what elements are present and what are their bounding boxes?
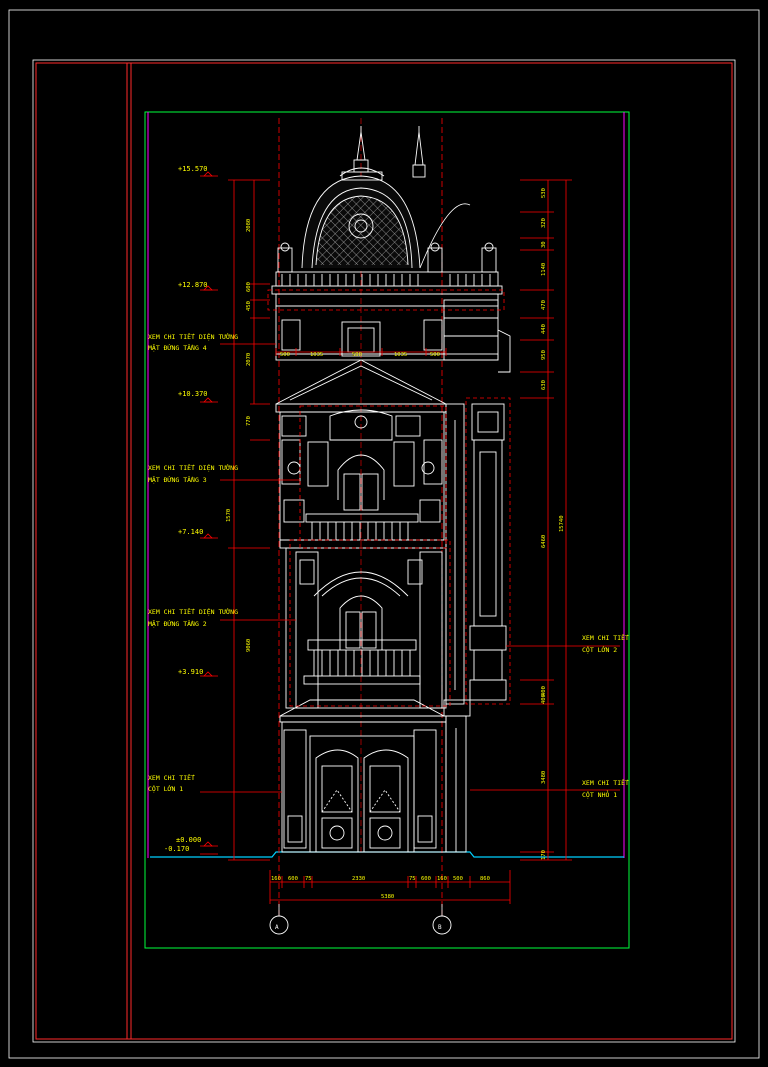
note-line: XEM CHI TIẾT DIỆN TƯỜNG	[148, 463, 238, 472]
dimension-label: 1570	[226, 509, 232, 522]
dimension-label: 75	[305, 876, 312, 882]
dimension-label: 160	[271, 876, 281, 882]
dimension-label: 500	[352, 352, 362, 358]
dimension-label: 630	[541, 380, 547, 390]
dimension-label: 2070	[246, 353, 252, 366]
right-dimension-lines	[470, 179, 620, 861]
level-label: +12.870	[178, 281, 208, 289]
note-line: MẶT ĐỨNG TẦNG 3	[148, 475, 207, 484]
detail-frames	[267, 289, 511, 707]
note-line: CỘT NHỎ 1	[582, 790, 617, 799]
total-width-label: 5380	[381, 894, 394, 900]
note-line: XEM CHI TIẾT	[582, 633, 629, 642]
grid-axis-label: B	[438, 924, 442, 931]
dimension-label: 600	[246, 282, 252, 292]
dimension-label: 400	[541, 686, 547, 696]
dimension-label: 860	[480, 876, 490, 882]
dimension-label: 600	[288, 876, 298, 882]
dimension-label: 440	[541, 324, 547, 334]
sheet-border-inner	[35, 62, 733, 1040]
note-line: XEM CHI TIẾT	[148, 773, 195, 782]
dimension-label: 2330	[352, 876, 365, 882]
building-facade	[271, 126, 511, 853]
dimension-label: 160	[437, 876, 447, 882]
dimension-label: 3480	[541, 771, 547, 784]
level-label: +15.570	[178, 165, 208, 173]
dimension-label: 320	[541, 218, 547, 228]
grid-bubble-a	[269, 915, 289, 935]
note-line: MẶT ĐỨNG TẦNG 4	[148, 343, 207, 352]
dimension-label: 470	[541, 300, 547, 310]
top-dimension-lines	[275, 348, 447, 356]
level-markers	[203, 171, 213, 847]
left-dimension-lines	[200, 175, 300, 861]
ground-line	[150, 851, 624, 858]
sheet-border	[32, 59, 736, 1043]
grid-axis-label: A	[275, 924, 279, 931]
dimension-label: 1035	[394, 352, 407, 358]
level-label: ±0.000	[176, 836, 201, 844]
level-label: +7.140	[178, 528, 203, 536]
dimension-label: 950	[541, 350, 547, 360]
dimension-label: 500	[280, 352, 290, 358]
note-line: XEM CHI TIẾT DIỆN TƯỜNG	[148, 607, 238, 616]
level-label: -0.170	[164, 845, 189, 853]
dimension-label: 1035	[310, 352, 323, 358]
viewport-frame	[144, 111, 630, 949]
dimension-label: 450	[246, 301, 252, 311]
dimension-label: 770	[246, 416, 252, 426]
dimension-label: 30	[541, 241, 547, 248]
dimension-label: 15740	[559, 515, 565, 532]
dimension-label: 170	[541, 850, 547, 860]
outer-frame	[8, 9, 760, 1059]
level-label: +3.910	[178, 668, 203, 676]
dimension-label: 1140	[541, 263, 547, 276]
dimension-label: 530	[541, 188, 547, 198]
note-line: CỘT LỚN 2	[582, 645, 617, 654]
bottom-dimension-lines	[269, 870, 511, 904]
note-line: XEM CHI TIẾT DIỆN TƯỜNG	[148, 332, 238, 341]
dimension-label: 6460	[541, 535, 547, 548]
note-line: CỘT LỚN 1	[148, 784, 183, 793]
grid-bubble-b	[432, 915, 452, 935]
note-line: MẶT ĐỨNG TẦNG 2	[148, 619, 207, 628]
note-line: XEM CHI TIẾT	[582, 778, 629, 787]
dimension-label: 500	[430, 352, 440, 358]
dimension-label: 400	[541, 694, 547, 704]
level-label: +10.370	[178, 390, 208, 398]
dimension-label: 500	[453, 876, 463, 882]
dimension-label: 600	[421, 876, 431, 882]
dimension-label: 9060	[246, 639, 252, 652]
dimension-label: 75	[409, 876, 416, 882]
dimension-label: 2080	[246, 219, 252, 232]
